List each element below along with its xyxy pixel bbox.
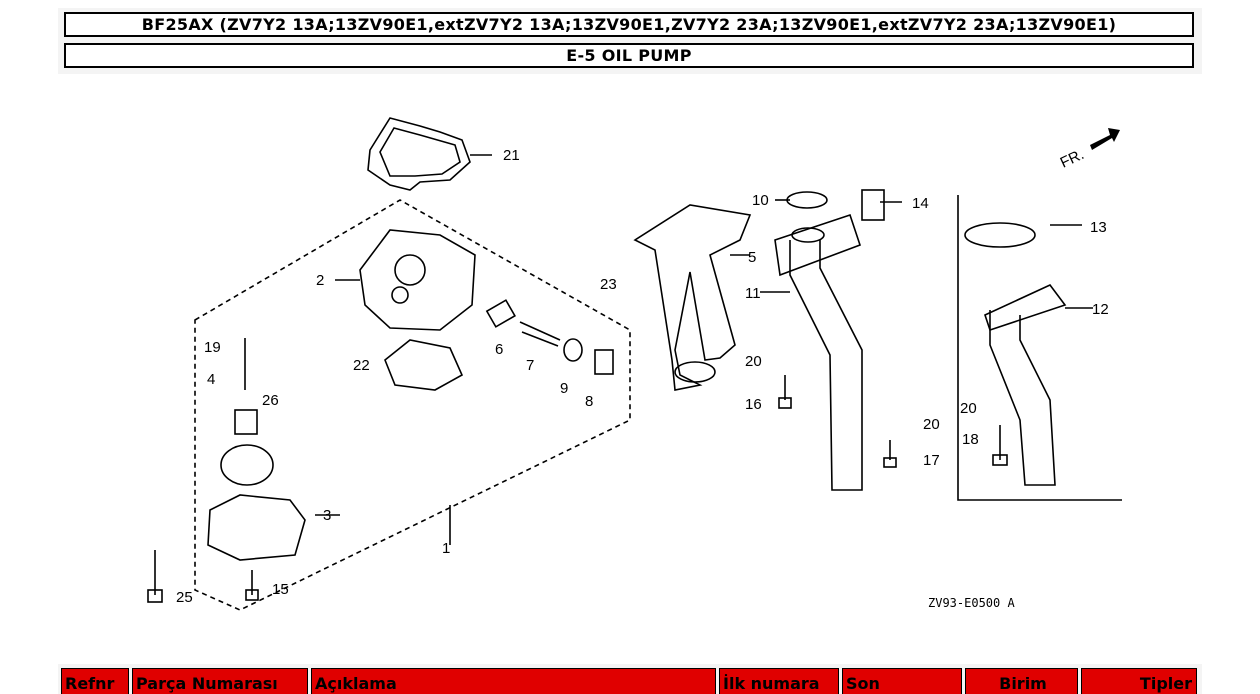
callout-17: 17 (923, 452, 940, 469)
front-direction-arrow-icon: FR. (1058, 128, 1120, 172)
col-unit[interactable]: Birim (965, 668, 1078, 694)
callout-2: 2 (316, 272, 324, 289)
callout-26: 26 (262, 392, 279, 409)
callout-4: 4 (207, 371, 215, 388)
gasket-22-drawing (367, 117, 471, 191)
direction-label: FR. (1058, 146, 1087, 172)
callout-20b: 20 (923, 416, 940, 433)
col-description[interactable]: Açıklama (311, 668, 716, 694)
col-types[interactable]: Tipler (1081, 668, 1197, 694)
col-last[interactable]: Son (842, 668, 962, 694)
callout-20a: 20 (745, 353, 762, 370)
col-part-number[interactable]: Parça Numarası (132, 668, 308, 694)
callout-18: 18 (962, 431, 979, 448)
callout-1: 1 (442, 540, 450, 557)
callout-11: 11 (745, 285, 761, 302)
callout-3: 3 (323, 507, 331, 524)
col-first-number[interactable]: İlk numara (719, 668, 839, 694)
parts-table-header: Refnr Parça Numarası Açıklama İlk numara… (58, 664, 1202, 694)
callout-21-label: 20 (960, 400, 977, 417)
callout-9: 9 (560, 380, 568, 397)
callout-16: 16 (745, 396, 762, 413)
title-panel: BF25AX (ZV7Y2 13A;13ZV90E1,extZV7Y2 13A;… (58, 8, 1202, 74)
model-title: BF25AX (ZV7Y2 13A;13ZV90E1,extZV7Y2 13A;… (64, 12, 1194, 37)
callout-6: 6 (495, 341, 503, 358)
section-title: E-5 OIL PUMP (64, 43, 1194, 68)
strainer-drawing (633, 204, 752, 391)
oil-pipe-12-drawing (989, 310, 1056, 486)
pump-body-drawing (359, 229, 476, 331)
callout-19: 19 (204, 339, 221, 356)
pump-cover-drawing (207, 494, 306, 561)
oil-pipe-11-drawing (789, 240, 863, 491)
callout-5: 5 (748, 249, 756, 266)
callout-24: 23 (600, 276, 617, 293)
callout-8: 8 (585, 393, 593, 410)
callout-labels: 21 2 22 6 7 9 8 19 4 26 3 1 25 15 23 5 1… (176, 147, 1109, 610)
callout-7: 7 (526, 357, 534, 374)
callout-22: 21 (503, 147, 520, 164)
oil-pump-parts-diagram: FR. 21 2 22 6 7 9 8 19 4 26 3 1 25 15 23… (147, 117, 1122, 611)
callout-25: 25 (176, 589, 193, 606)
callout-13: 13 (1090, 219, 1107, 236)
callout-15: 15 (272, 581, 289, 598)
callout-23: 22 (353, 357, 370, 374)
callout-10: 10 (752, 192, 769, 209)
callout-12: 12 (1092, 301, 1109, 318)
drawing-code: ZV93-E0500 A (928, 596, 1015, 610)
callout-14: 14 (912, 195, 929, 212)
col-refnr[interactable]: Refnr (61, 668, 129, 694)
